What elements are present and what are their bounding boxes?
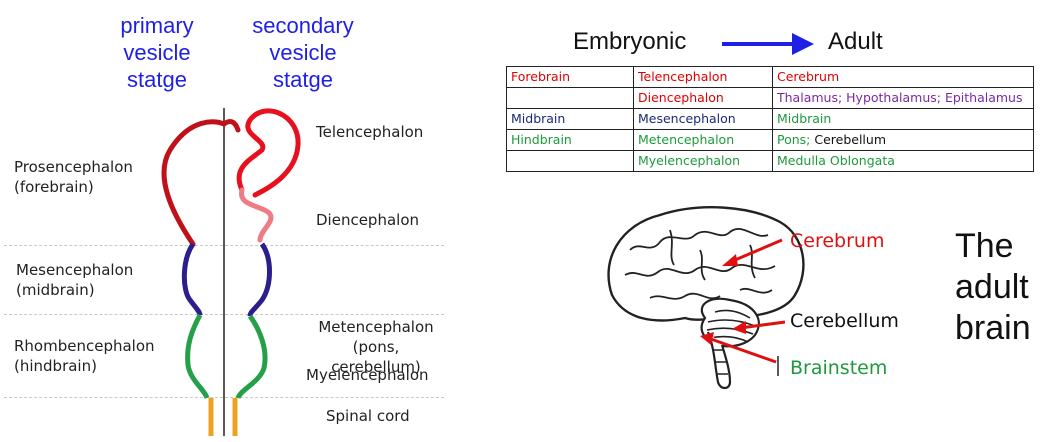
cell-adult-structure: Thalamus; Hypothalamus; Epithalamus	[772, 87, 1034, 109]
flow-to-label: Adult	[828, 28, 883, 55]
cell-adult-structure: Medulla Oblongata	[772, 150, 1034, 172]
cell-adult-structure-text: Cerebrum	[777, 69, 840, 84]
neural-tube-diagram	[161, 108, 301, 436]
primary-forebrain-segment	[161, 119, 241, 247]
primary-header-line2: vesicle	[123, 40, 191, 65]
spinal-cord-label: Spinal cord	[326, 407, 410, 425]
cell-adult-structure-text: Medulla Oblongata	[777, 153, 895, 168]
cell-secondary-vesicle: Metencephalon	[633, 129, 773, 151]
cerebrum-pointer	[727, 238, 783, 265]
cell-adult-structure-text: Thalamus; Hypothalamus; Epithalamus	[777, 90, 1023, 105]
adult-brain-title: The adult brain	[955, 226, 1031, 349]
secondary-telencephalon-segment	[236, 108, 301, 198]
metencephalon-sub: (pons, cerebellum)	[331, 338, 421, 376]
cell-primary-vesicle	[506, 150, 634, 172]
mesencephalon-name: Mesencephalon	[16, 261, 134, 279]
flow-from-label: Embryonic	[573, 28, 687, 55]
cell-secondary-vesicle: Telencephalon	[633, 66, 773, 88]
table-row: Forebrain Telencephalon Cerebrum	[506, 66, 1034, 88]
cerebellum-folia	[706, 309, 756, 343]
secondary-diencephalon-segment	[239, 187, 274, 243]
cell-primary-vesicle: Hindbrain	[506, 129, 634, 151]
table-row: Myelencephalon Medulla Oblongata	[506, 150, 1034, 172]
cerebrum-label: Cerebrum	[790, 230, 885, 252]
cell-secondary-vesicle-text: Mesencephalon	[638, 111, 736, 126]
primary-header-line1: primary	[120, 13, 194, 38]
cell-adult-structure-extra: Cerebellum	[810, 132, 887, 147]
cell-primary-vesicle	[506, 87, 634, 109]
metencephalon-label: Metencephalon (pons, cerebellum)	[306, 317, 446, 377]
secondary-mesencephalon-segment	[247, 242, 272, 317]
rhombencephalon-sub: (hindbrain)	[14, 357, 97, 375]
cell-primary-vesicle-text: Forebrain	[511, 69, 571, 84]
cell-secondary-vesicle: Myelencephalon	[633, 150, 773, 172]
diencephalon-label: Diencephalon	[316, 211, 420, 229]
cerebrum-outline	[607, 206, 805, 322]
cell-primary-vesicle-text: Midbrain	[511, 111, 566, 126]
cell-secondary-vesicle: Mesencephalon	[633, 108, 773, 130]
adult-title-line1: The	[955, 227, 1014, 265]
cerebellum-label: Cerebellum	[790, 310, 899, 332]
cell-secondary-vesicle-text: Metencephalon	[638, 132, 735, 147]
cell-adult-structure: Cerebrum	[772, 66, 1034, 88]
prosencephalon-sub: (forebrain)	[14, 178, 94, 196]
prosencephalon-label: Prosencephalon (forebrain)	[14, 157, 133, 197]
table-row: Diencephalon Thalamus; Hypothalamus; Epit…	[506, 87, 1034, 109]
brainstem-lines	[712, 349, 728, 375]
cell-primary-vesicle: Midbrain	[506, 108, 634, 130]
secondary-vesicle-header: secondary vesicle statge	[240, 12, 366, 93]
secondary-header-line3: statge	[273, 67, 333, 92]
cell-secondary-vesicle: Diencephalon	[633, 87, 773, 109]
brainstem-pointer-head	[700, 332, 714, 345]
cell-secondary-vesicle-text: Diencephalon	[638, 90, 724, 105]
cell-primary-vesicle-text: Hindbrain	[511, 132, 572, 147]
primary-midbrain-segment	[181, 242, 203, 316]
cell-secondary-vesicle-text: Myelencephalon	[638, 153, 741, 168]
metencephalon-name: Metencephalon	[318, 318, 434, 336]
cell-adult-structure-text: Pons;	[777, 132, 811, 147]
primary-header-line3: statge	[127, 67, 187, 92]
prosencephalon-name: Prosencephalon	[14, 158, 133, 176]
cell-primary-vesicle: Forebrain	[506, 66, 634, 88]
telencephalon-label: Telencephalon	[316, 123, 424, 141]
rhombencephalon-label: Rhombencephalon (hindbrain)	[14, 336, 155, 376]
primary-hindbrain-segment	[185, 313, 210, 399]
rhombencephalon-name: Rhombencephalon	[14, 337, 155, 355]
cerebrum-pointer-head	[722, 254, 738, 266]
table-row: Hindbrain Metencephalon Pons; Cerebellum	[506, 129, 1034, 151]
brainstem-pointer	[707, 336, 777, 364]
cerebellum-shape	[700, 297, 760, 348]
cell-adult-structure: Pons; Cerebellum	[772, 129, 1034, 151]
mesencephalon-label: Mesencephalon (midbrain)	[16, 260, 133, 300]
flow-arrow	[722, 33, 814, 55]
adult-title-line2: adult	[955, 268, 1029, 306]
secondary-hindbrain-segment	[235, 314, 268, 400]
adult-title-line3: brain	[955, 309, 1031, 347]
brainstem-label: Brainstem	[790, 357, 888, 379]
cell-adult-structure: Midbrain	[772, 108, 1034, 130]
cerebellum-pointer-head	[732, 321, 746, 334]
cell-secondary-vesicle-text: Telencephalon	[638, 69, 728, 84]
primary-vesicle-header: primary vesicle statge	[98, 12, 216, 93]
cerebellum-pointer	[739, 320, 786, 330]
cell-adult-structure-text: Midbrain	[777, 111, 832, 126]
adult-brain-illustration	[607, 206, 805, 390]
mesencephalon-sub: (midbrain)	[16, 281, 95, 299]
secondary-header-line2: vesicle	[269, 40, 337, 65]
secondary-header-line1: secondary	[252, 13, 354, 38]
table-row: Midbrain Mesencephalon Midbrain	[506, 108, 1034, 130]
myelencephalon-label: Myelencephalon	[306, 366, 429, 384]
cerebrum-gyri	[624, 228, 776, 300]
